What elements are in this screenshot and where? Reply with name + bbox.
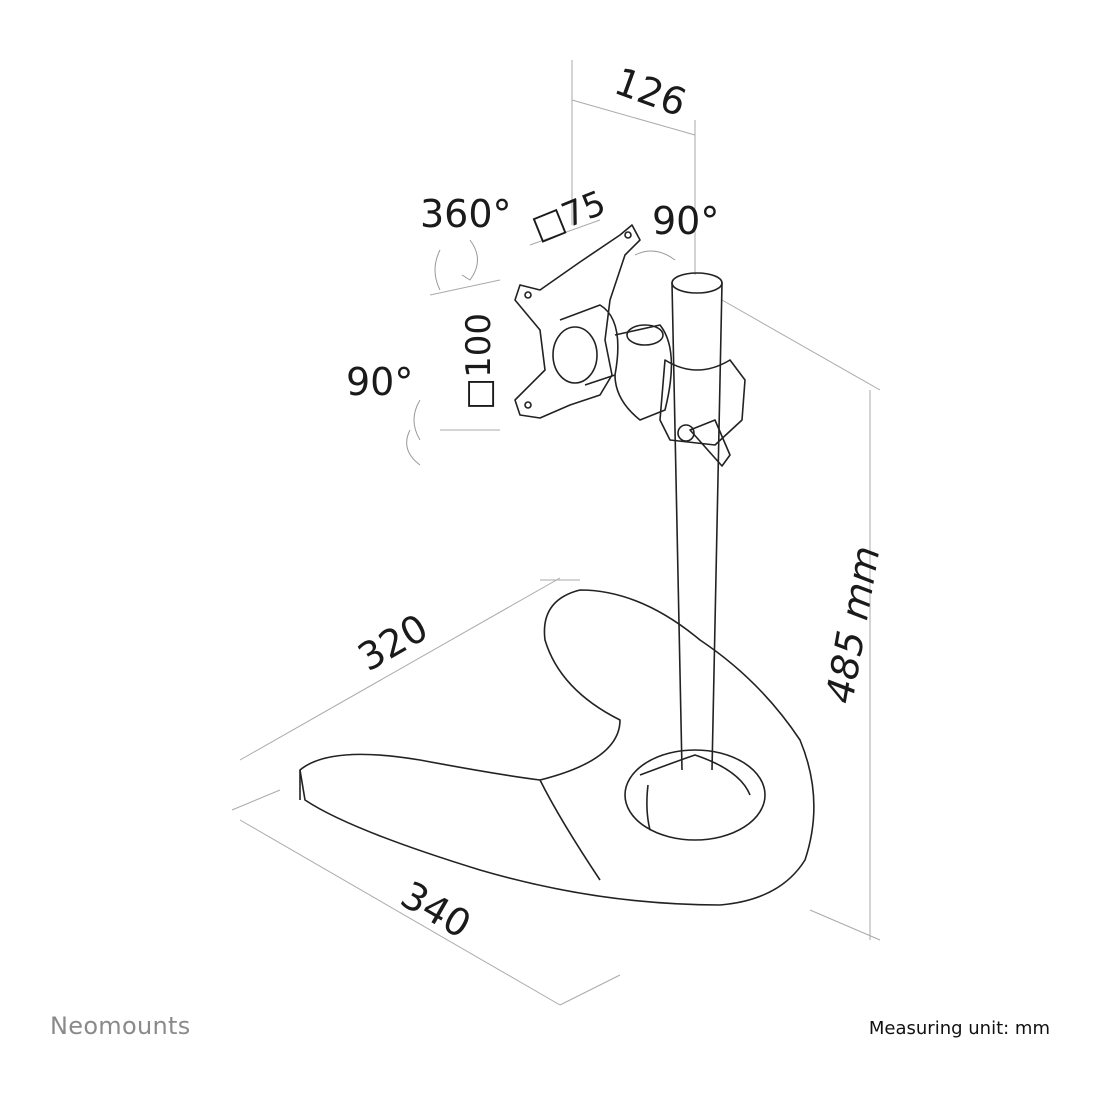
rotation-label: 360°	[420, 192, 512, 236]
vesa-large-label: □100	[459, 313, 499, 410]
tilt-label: 90°	[652, 199, 719, 243]
tilt-head	[552, 304, 673, 421]
pole	[671, 272, 723, 771]
swivel-label: 90°	[346, 360, 413, 404]
vesa-small-label: □75	[526, 183, 611, 248]
rotation-arrows	[406, 239, 676, 466]
brand-logo: Neomounts	[50, 1012, 191, 1040]
unit-note: Measuring unit: mm	[868, 1018, 1050, 1039]
base-width-label: 340	[394, 873, 479, 947]
arm-depth-label: 126	[609, 59, 692, 125]
base-depth-label: 320	[351, 605, 436, 679]
base	[299, 589, 815, 906]
height-label: 485 mm	[818, 543, 889, 707]
dimension-lines	[231, 60, 881, 1006]
vesa-plate	[514, 224, 641, 419]
height-clamp	[659, 359, 746, 467]
